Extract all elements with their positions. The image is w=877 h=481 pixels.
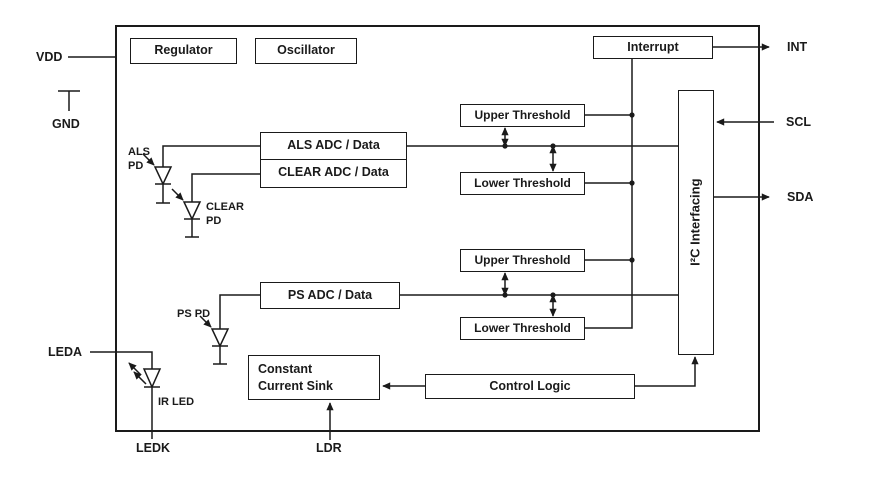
ps-photodiode-icon	[199, 315, 230, 365]
junction-dots	[502, 112, 635, 298]
als-pd-label-line1: ALS	[128, 146, 150, 158]
pin-ldr: LDR	[316, 441, 342, 455]
block-i2c-interfacing: I²C Interfacing	[678, 90, 714, 355]
junction-dot	[550, 292, 556, 298]
block-als-adc-label: ALS ADC / Data	[287, 138, 380, 153]
block-regulator: Regulator	[130, 38, 237, 64]
control-logic-to-i2c	[635, 356, 699, 387]
pin-int: INT	[787, 40, 808, 54]
block-lower-threshold-ps-label: Lower Threshold	[474, 320, 571, 335]
leda-wire	[90, 351, 153, 369]
block-lower-threshold-ps: Lower Threshold	[460, 317, 585, 340]
pin-sda: SDA	[787, 190, 814, 204]
block-als-adc: ALS ADC / Data	[260, 132, 407, 160]
pin-vdd: VDD	[36, 50, 63, 64]
block-upper-threshold-als-label: Upper Threshold	[474, 107, 571, 122]
ps-pd-wire	[219, 294, 260, 329]
internal-wires	[162, 59, 699, 390]
block-constant-current-sink: Constant Current Sink	[248, 355, 380, 400]
block-clear-adc-label: CLEAR ADC / Data	[278, 165, 389, 180]
block-oscillator: Oscillator	[255, 38, 357, 64]
junction-dot	[629, 257, 635, 263]
gnd-symbol	[58, 90, 80, 111]
ps-pd-label: PS PD	[177, 308, 211, 320]
block-regulator-label: Regulator	[154, 43, 213, 58]
junction-dot	[629, 112, 635, 118]
block-lower-threshold-als: Lower Threshold	[460, 172, 585, 195]
clear-pd-label-line2: PD	[206, 215, 222, 228]
junction-dot	[502, 143, 508, 149]
block-lower-threshold-als-label: Lower Threshold	[474, 175, 571, 190]
block-upper-threshold-als: Upper Threshold	[460, 104, 585, 127]
ir-led-label: IR LED	[158, 396, 195, 408]
block-clear-adc: CLEAR ADC / Data	[260, 158, 407, 188]
block-constant-current-sink-line1: Constant	[258, 362, 313, 377]
junction-dot	[629, 180, 635, 186]
pin-ledk: LEDK	[136, 441, 171, 455]
block-oscillator-label: Oscillator	[277, 43, 335, 58]
junction-dot	[502, 292, 508, 298]
block-ps-adc-label: PS ADC / Data	[287, 287, 373, 302]
block-interrupt: Interrupt	[593, 36, 713, 59]
block-interrupt-label: Interrupt	[627, 39, 679, 54]
clear-pd-label-line1: CLEAR	[206, 201, 244, 213]
junction-dot	[550, 143, 556, 149]
clear-photodiode-icon	[171, 188, 202, 238]
pin-leda: LEDA	[48, 345, 83, 359]
block-upper-threshold-ps: Upper Threshold	[460, 249, 585, 272]
block-upper-threshold-ps-label: Upper Threshold	[474, 252, 571, 267]
block-constant-current-sink-line2: Current Sink	[258, 378, 334, 393]
als-photodiode-icon	[142, 153, 173, 204]
ir-led-icon	[128, 362, 162, 389]
pin-wires	[58, 43, 774, 440]
component-symbols	[128, 153, 230, 389]
block-control-logic-label: Control Logic	[489, 378, 571, 393]
block-ps-adc: PS ADC / Data	[260, 282, 400, 309]
clear-pd-label: CLEAR PD	[206, 200, 244, 229]
als-pd-label: ALS PD	[128, 145, 150, 174]
clear-pd-wire	[191, 173, 260, 202]
pin-gnd: GND	[52, 117, 80, 131]
block-i2c-interfacing-label: I²C Interfacing	[687, 178, 703, 267]
als-pd-label-line2: PD	[128, 160, 144, 173]
als-pd-wire	[162, 145, 260, 167]
interrupt-riser	[585, 59, 633, 329]
chip-boundary	[115, 25, 760, 432]
block-control-logic: Control Logic	[425, 374, 635, 399]
pin-scl: SCL	[786, 115, 811, 129]
